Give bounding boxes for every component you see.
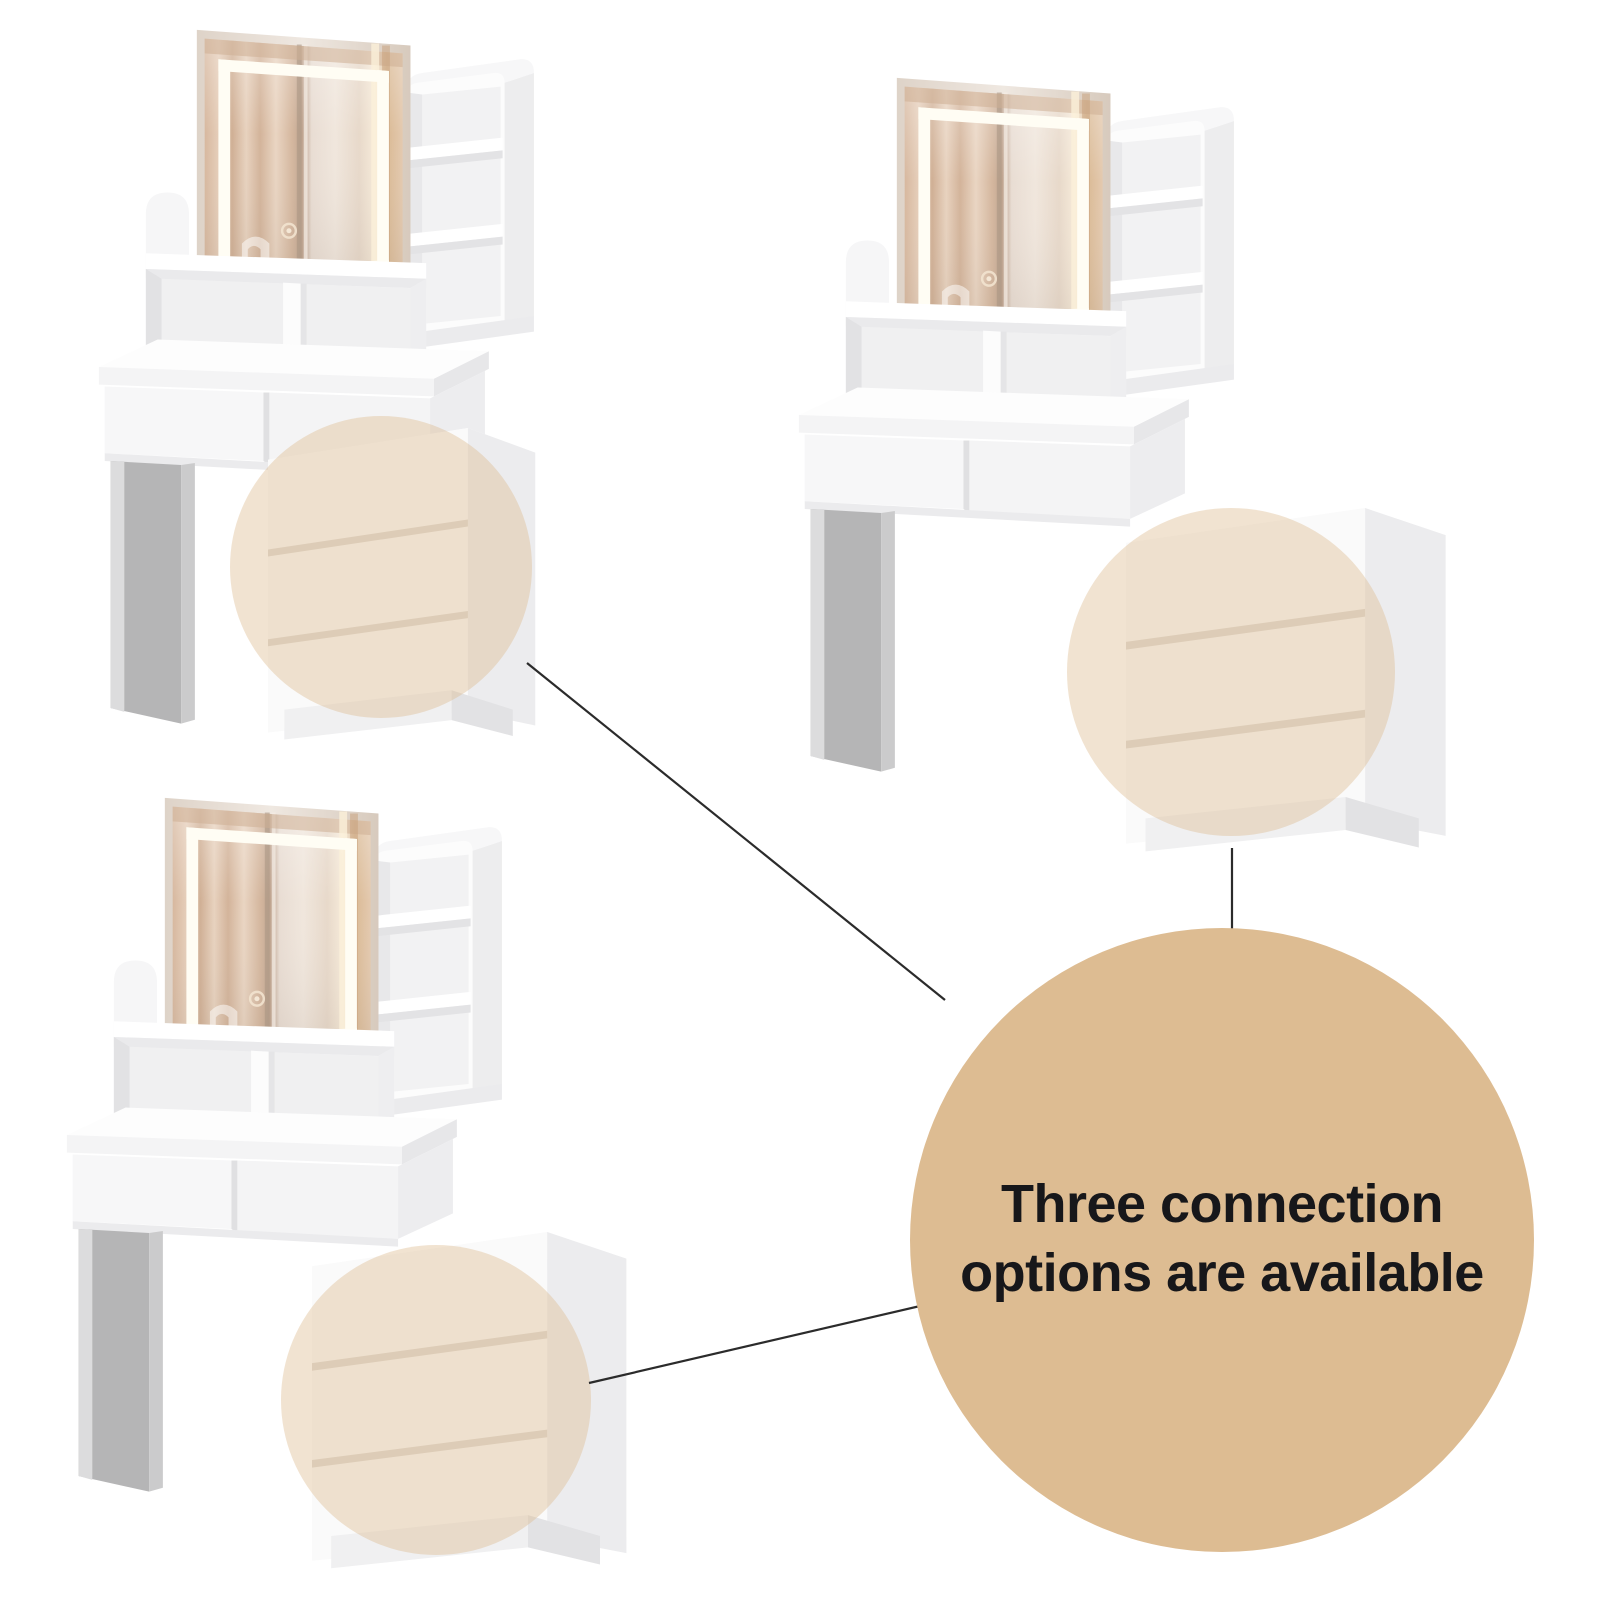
connector-from-product-3 (588, 1301, 934, 1385)
highlight-product-3-cabinet (281, 1245, 591, 1555)
callout-line-1: Three connection (1000, 1174, 1444, 1234)
connector-from-product-1 (526, 662, 946, 1001)
highlight-product-1-cabinet (230, 416, 532, 718)
highlight-product-2-cabinet (1067, 508, 1395, 836)
callout-label: Three connection options are available (910, 1170, 1534, 1308)
callout-circle (910, 928, 1534, 1552)
callout-line-2: options are available (960, 1243, 1484, 1304)
